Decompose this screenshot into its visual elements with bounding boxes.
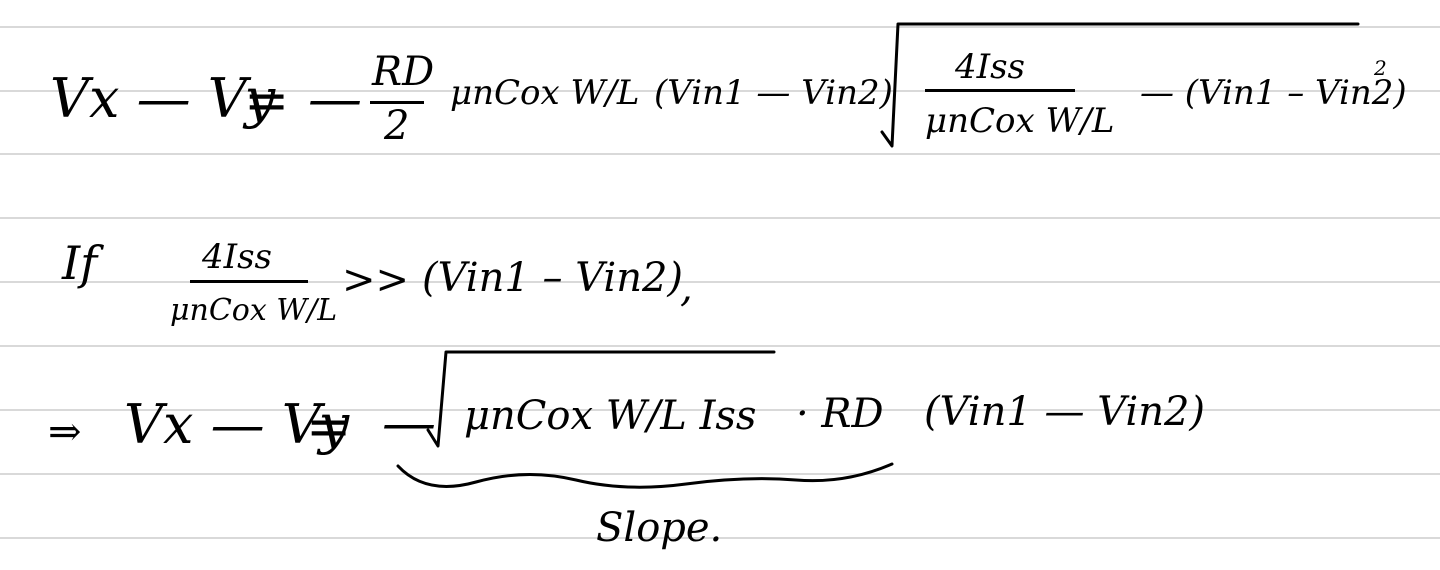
coeff-denominator: 2 [384, 103, 410, 149]
root-numerator: 4Iss [955, 47, 1025, 87]
implies-arrow: ⇒ [48, 409, 82, 455]
equals-sign: = [244, 69, 290, 132]
minus-sign: — [308, 67, 362, 130]
ruled-line [0, 537, 1440, 539]
coeff-fraction-bar [370, 101, 424, 104]
much-greater-than: >> [342, 257, 410, 303]
slope-label: Slope. [596, 505, 723, 551]
root-tail: — (Vin1 – Vin2) [1140, 73, 1407, 113]
ruled-line [0, 473, 1440, 475]
condition-denominator: μnCox W/L [170, 293, 338, 328]
ruled-line [0, 153, 1440, 155]
lhs-vx-minus-vy-2: Vx — Vy [124, 393, 350, 456]
equals-sign-2: = [306, 395, 352, 458]
coeff-numerator: RD [372, 49, 435, 95]
diff-paren-3: (Vin1 — Vin2) [924, 389, 1206, 435]
ruled-line [0, 26, 1440, 28]
radical-sign-2 [426, 350, 776, 448]
condition-rhs: (Vin1 – Vin2) [422, 255, 684, 301]
wavy-underbrace [396, 462, 894, 489]
root-denominator: μnCox W/L [925, 101, 1115, 141]
root-content: μnCox W/L Iss [464, 393, 757, 439]
if-keyword: If [62, 236, 98, 290]
root-fraction-bar [925, 89, 1075, 92]
condition-fraction-bar [190, 280, 308, 283]
ruled-line [0, 217, 1440, 219]
trailing-comma: , [680, 265, 693, 311]
radical-sign-1 [880, 22, 1360, 148]
diff-paren-1: (Vin1 — Vin2) [654, 73, 893, 113]
condition-numerator: 4Iss [202, 237, 272, 277]
lhs-vx-minus-vy: Vx — Vy [50, 67, 276, 130]
ruled-line [0, 345, 1440, 347]
ruled-line [0, 409, 1440, 411]
exponent-2: 2 [1374, 56, 1387, 80]
factor-mu-cox-wl: μnCox W/L [450, 73, 640, 113]
dot-rd: · RD [796, 391, 884, 437]
ruled-line [0, 281, 1440, 283]
ruled-line [0, 90, 1440, 92]
minus-sign-2: — [382, 391, 436, 454]
